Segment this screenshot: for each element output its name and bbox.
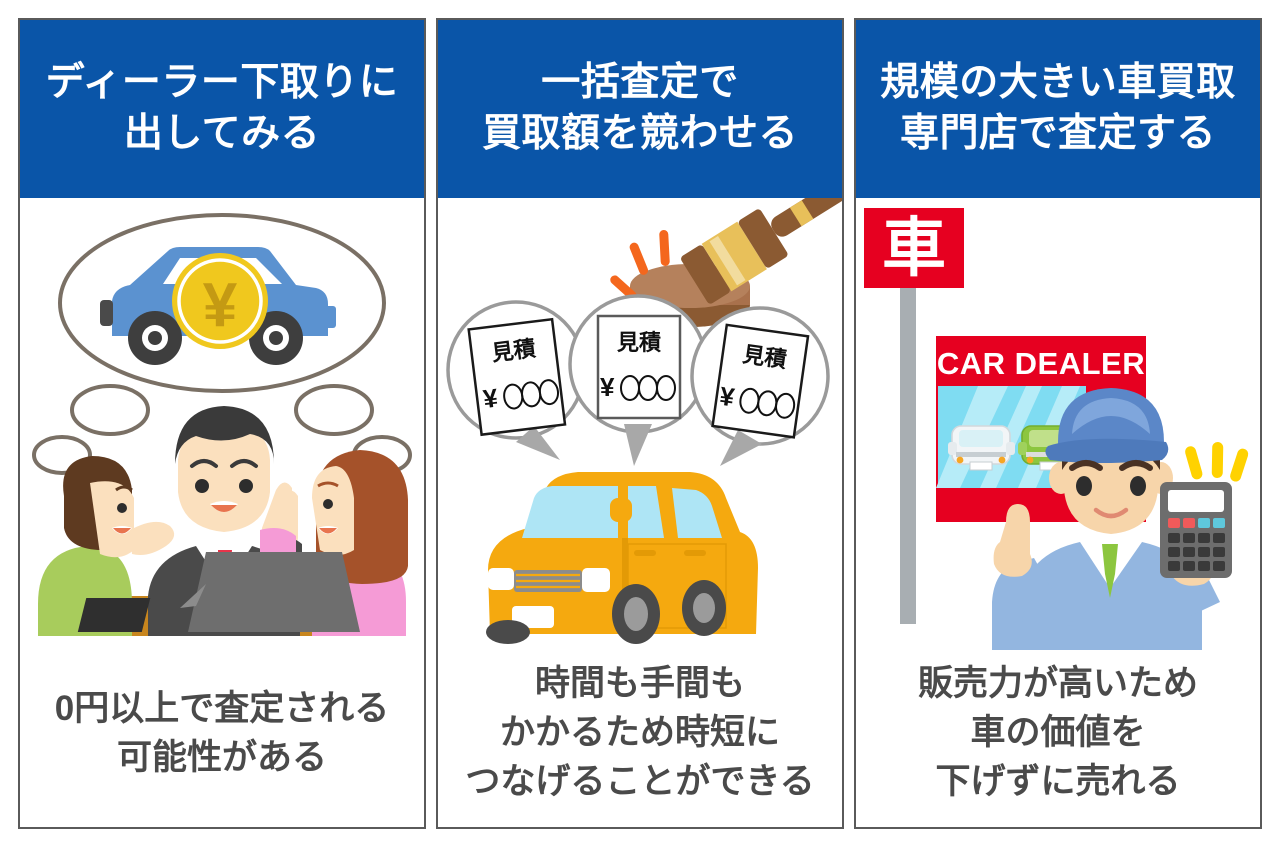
yellow-car-icon (486, 472, 758, 644)
pointing-finger (992, 504, 1052, 650)
panel-3-caption-line-1: 販売力が高いため (917, 664, 1198, 703)
panel-2-header: 一括査定で 買取額を競わせる (438, 20, 842, 198)
panel-2-header-line-2: 買取額を競わせる (481, 112, 798, 155)
quote-amount-left: ¥ (481, 382, 500, 414)
quote-bubble-right: 見積 ¥ (690, 306, 830, 466)
panel-1-body: ¥ (20, 198, 424, 827)
impact-lines (610, 229, 670, 300)
thought-bubble-small-left-1 (70, 384, 150, 436)
panel-3-body: 車 CAR DEALER (856, 198, 1260, 827)
road-sign-text: 車 (882, 212, 946, 286)
panel-large-buyback-shop: 規模の大きい車買取 専門店で査定する 車 CAR DEALER (854, 18, 1262, 829)
laptop-keyboard (77, 598, 151, 632)
quote-label-right: 見積 (741, 342, 789, 373)
laptop (77, 552, 360, 632)
panel-2-header-line-1: 一括査定で (541, 61, 739, 105)
panel-1-header-line-2: 出してみる (123, 112, 321, 155)
panel-3-header-line-2: 専門店で査定する (899, 112, 1216, 155)
panel-1-header-line-1: ディーラー下取りに (45, 61, 399, 105)
panel-1-caption: 0円以上で査定される 可能性がある (20, 650, 424, 827)
store-name-text: CAR DEALER (937, 346, 1145, 381)
female-customer (260, 450, 408, 636)
calculator-icon (1160, 482, 1232, 578)
panel-2-body: 見積 ¥ 見積 ¥ (438, 198, 842, 827)
panel-1-caption-line-2: 可能性がある (116, 737, 327, 777)
quote-amount-right: ¥ (718, 381, 737, 413)
panel-2-caption-line-3: つなげることができる (465, 762, 815, 801)
yen-coin-icon: ¥ (172, 253, 268, 349)
sign-pole (900, 284, 916, 624)
panel-1-caption-line-1: 0円以上で査定される (54, 688, 390, 728)
panel-3-header: 規模の大きい車買取 専門店で査定する (856, 20, 1260, 198)
quote-label-left: 見積 (490, 335, 538, 365)
panel-bulk-appraisal: 一括査定で 買取額を競わせる (436, 18, 844, 829)
road-sign-car: 車 (864, 208, 964, 288)
panel-3-illustration: 車 CAR DEALER (856, 198, 1260, 650)
blue-cap (1045, 388, 1169, 463)
thought-bubble-small-right-1 (294, 384, 374, 436)
staff-member (992, 388, 1249, 650)
emphasis-lines (1185, 442, 1249, 482)
panel-3-caption: 販売力が高いため 車の価値を 下げずに売れる (856, 650, 1260, 827)
panel-2-caption-line-2: かかるため時短に (499, 713, 780, 752)
showroom-car-white (948, 425, 1015, 471)
panel-1-illustration: ¥ (20, 198, 424, 650)
panel-3-caption-line-2: 車の価値を (970, 713, 1146, 752)
panel-3-caption-line-3: 下げずに売れる (935, 762, 1181, 801)
panel-dealer-trade-in: ディーラー下取りに 出してみる (18, 18, 426, 829)
panel-2-caption-line-1: 時間も手間も (534, 664, 745, 703)
panel-1-header: ディーラー下取りに 出してみる (20, 20, 424, 198)
svg-text:¥: ¥ (203, 271, 238, 340)
quote-bubble-center: 見積 ¥ (568, 294, 708, 466)
quote-label-center: 見積 (617, 330, 662, 355)
panel-2-caption: 時間も手間も かかるため時短に つなげることができる (438, 650, 842, 827)
quote-amount-center: ¥ (600, 372, 615, 402)
panel-2-illustration: 見積 ¥ 見積 ¥ (438, 198, 842, 650)
panel-3-header-line-1: 規模の大きい車買取 (880, 61, 1236, 105)
quote-bubble-left: 見積 ¥ (446, 300, 586, 460)
